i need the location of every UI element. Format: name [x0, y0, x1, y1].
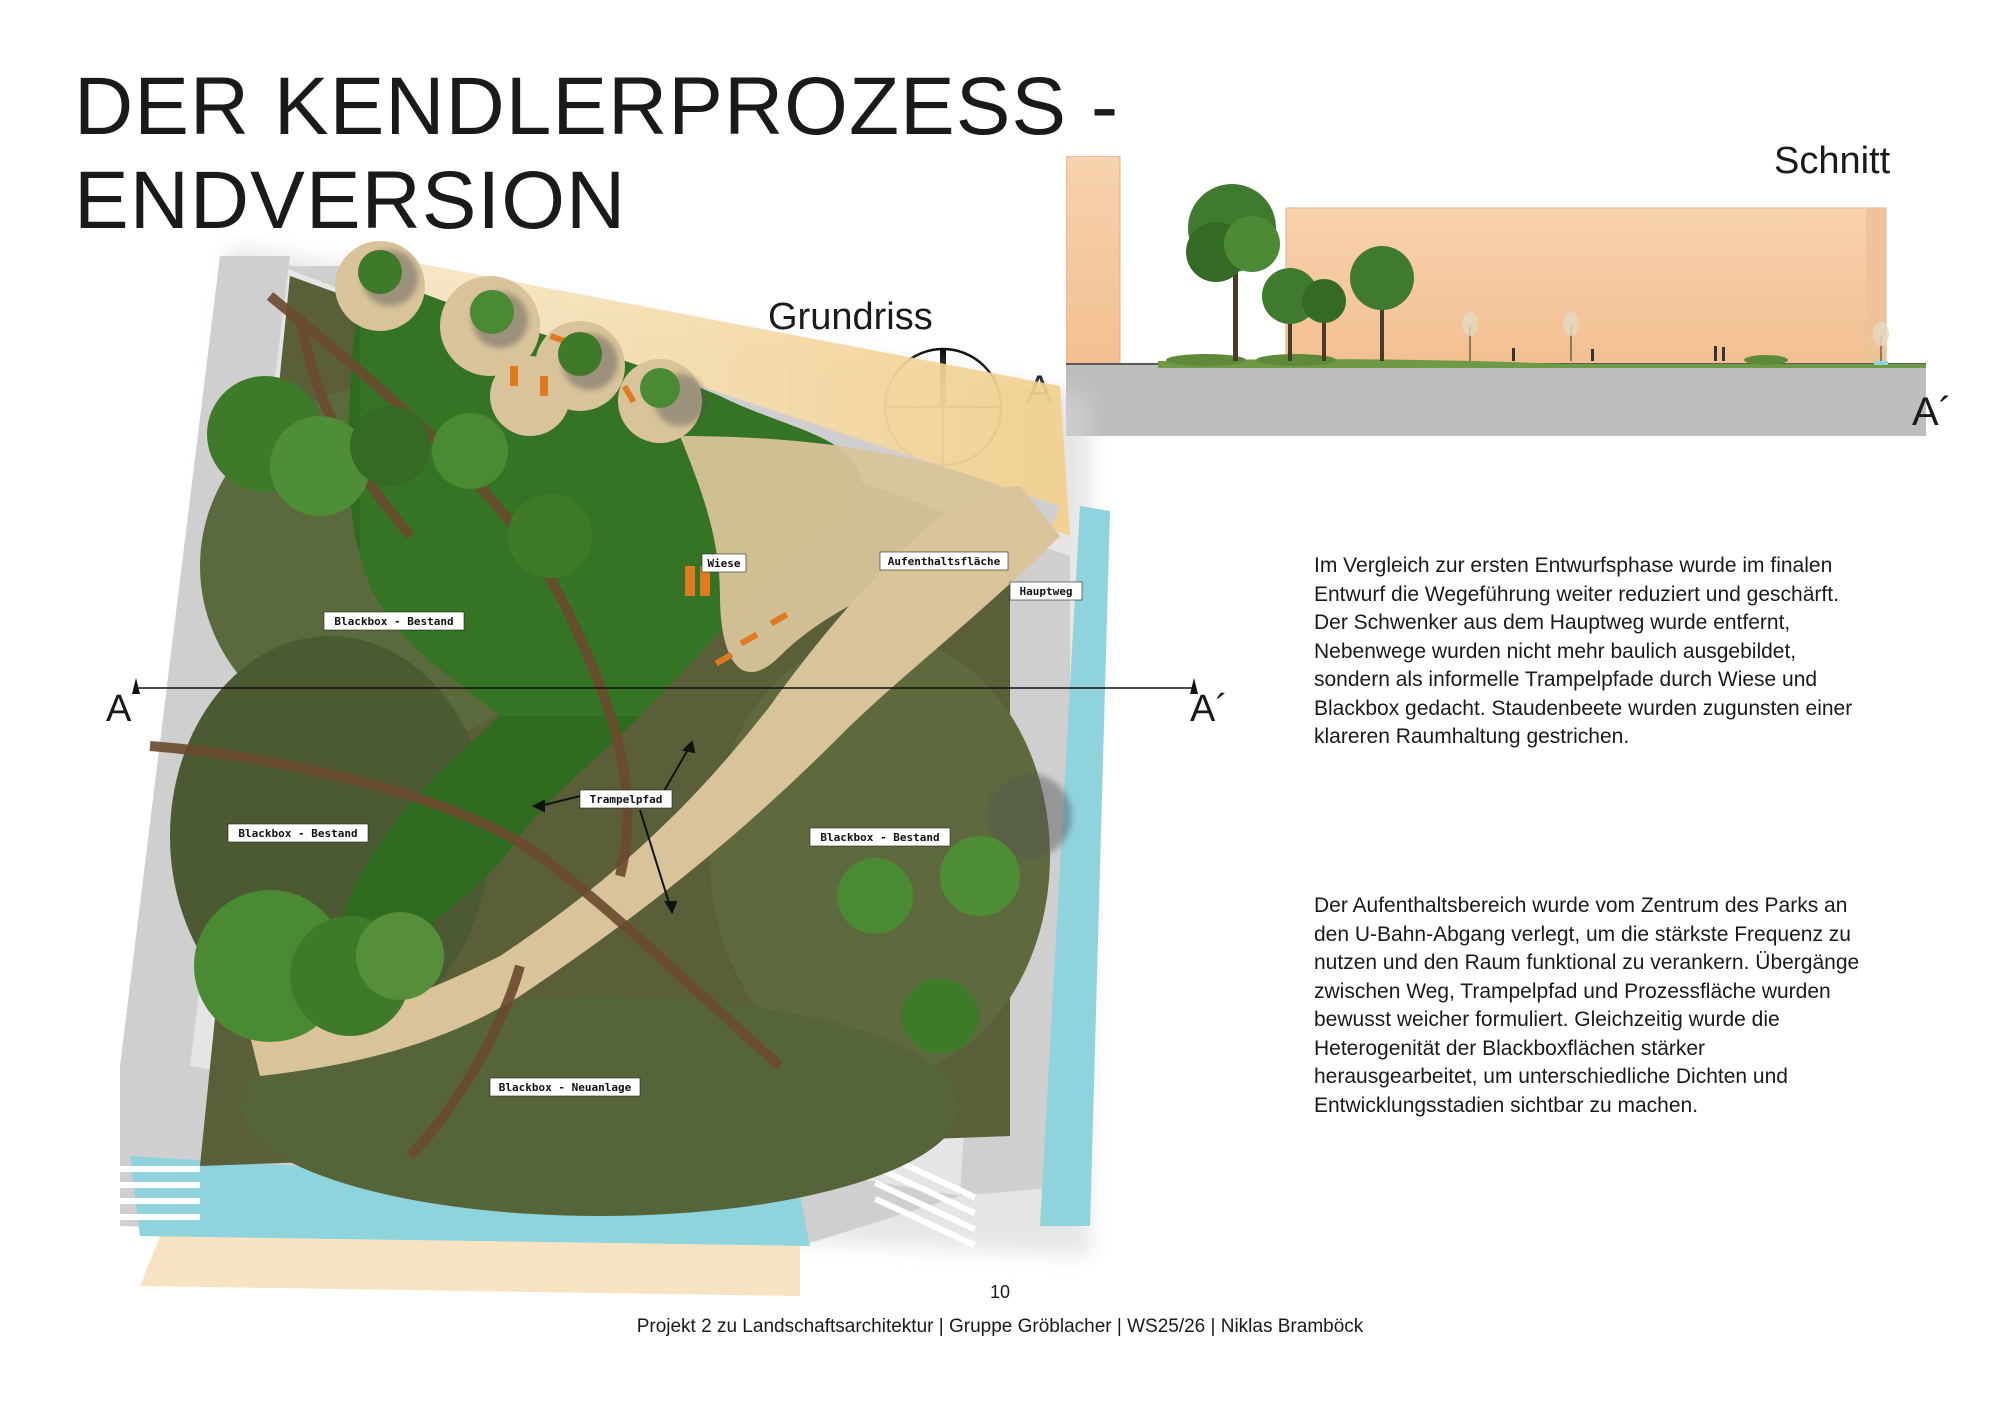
tree-canopies	[194, 250, 1020, 1054]
tag-wiese: Wiese	[701, 553, 747, 573]
tag-blackbox-3: Blackbox - Bestand	[809, 827, 951, 847]
tag-blackbox-1-text: Blackbox - Bestand	[334, 615, 453, 628]
site-plan: Wiese Aufenthaltsfläche Hauptweg Blackbo…	[100, 241, 1198, 1296]
section-label: Schnitt	[1774, 140, 1891, 182]
main-path-hauptweg	[250, 486, 1060, 1076]
section-drawing	[1066, 156, 1926, 436]
tag-aufenthalt: Aufenthaltsfläche	[879, 551, 1009, 571]
plan-section-end-label: A´	[1190, 688, 1228, 730]
tag-blackbox-3-text: Blackbox - Bestand	[820, 831, 939, 844]
plan-section-start-label: A	[106, 688, 132, 730]
tag-trampelpfad: Trampelpfad	[579, 789, 673, 809]
description-paragraph-1: Im Vergleich zur ersten Entwurfsphase wu…	[1314, 554, 1853, 748]
section-end-label: A´	[1912, 390, 1952, 434]
section-tree-medium-3	[1350, 246, 1414, 361]
tag-blackbox-neu: Blackbox - Neuanlage	[489, 1077, 641, 1097]
tag-blackbox-2-text: Blackbox - Bestand	[238, 827, 357, 840]
page-title: DER KENDLERPROZESS - ENDVERSION	[74, 60, 1119, 248]
trampelpfad-arrows	[531, 739, 696, 915]
section-people	[1512, 346, 1725, 361]
water-channel-east	[1040, 506, 1110, 1226]
aufenthalt-area	[680, 436, 1020, 673]
tag-hauptweg: Hauptweg	[1009, 581, 1083, 601]
tag-wiese-text: Wiese	[707, 557, 740, 570]
tag-blackbox-neu-text: Blackbox - Neuanlage	[499, 1081, 632, 1094]
crosswalk-west	[100, 1166, 200, 1220]
tag-aufenthalt-text: Aufenthaltsfläche	[888, 555, 1001, 568]
section-tree-large	[1186, 184, 1280, 361]
blackbox-area-4	[240, 996, 960, 1216]
section-ground	[1066, 364, 1926, 436]
tag-blackbox-1: Blackbox - Bestand	[323, 611, 465, 631]
section-left-building	[1066, 156, 1121, 367]
title-line-2: ENDVERSION	[74, 155, 627, 246]
plan-label: Grundriss	[768, 296, 933, 338]
footer: Projekt 2 zu Landschaftsarchitektur | Gr…	[636, 1316, 1364, 1337]
description-paragraph-2: Der Aufenthaltsbereich wurde vom Zentrum…	[1314, 894, 1860, 1117]
section-shrubs	[1166, 354, 1788, 366]
tag-hauptweg-text: Hauptweg	[1020, 585, 1073, 598]
tag-trampelpfad-text: Trampelpfad	[590, 793, 663, 806]
page-number: 10	[989, 1282, 1011, 1302]
section-tree-medium-2	[1302, 279, 1346, 361]
tag-blackbox-2: Blackbox - Bestand	[227, 823, 369, 843]
title-line-1: DER KENDLERPROZESS -	[74, 61, 1120, 152]
